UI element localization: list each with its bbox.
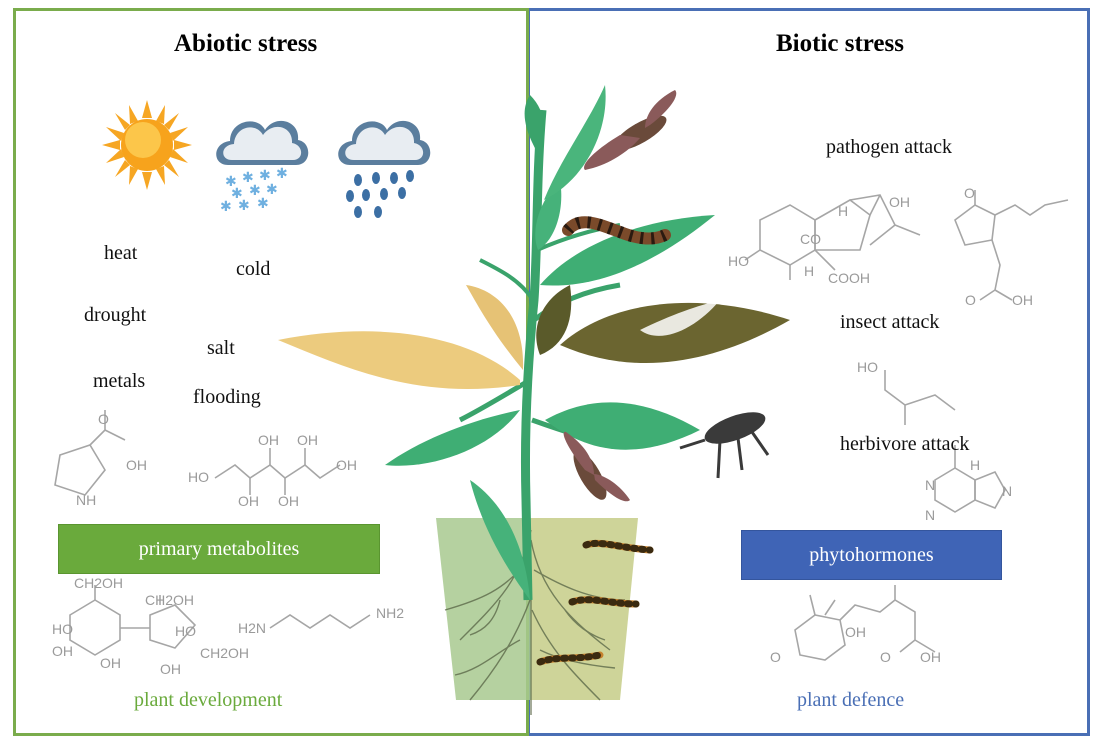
svg-text:✱: ✱	[259, 168, 271, 184]
chem-label: OH	[297, 432, 318, 448]
chem-label: H	[804, 263, 814, 279]
chem-label: HO	[52, 621, 73, 637]
plant-leaves	[278, 85, 790, 600]
svg-text:✱: ✱	[225, 174, 237, 190]
chem-label: CO	[800, 231, 821, 247]
svg-text:✱: ✱	[231, 186, 243, 202]
chem-label: NH2	[376, 605, 404, 621]
chem-label: OH	[889, 194, 910, 210]
chem-label: OH	[160, 661, 181, 677]
chem-label: H2N	[238, 620, 266, 636]
svg-text:✱: ✱	[220, 199, 232, 215]
chem-label: N	[925, 507, 935, 523]
chem-label: HO	[728, 253, 749, 269]
svg-text:✱: ✱	[249, 183, 261, 199]
chem-label: OH	[278, 493, 299, 509]
plant-development-label: plant development	[134, 689, 283, 711]
moth-icon	[563, 431, 630, 502]
abiotic-title: Abiotic stress	[174, 30, 318, 57]
chem-label: OH	[258, 432, 279, 448]
chem-label: CH2OH	[145, 592, 194, 608]
chem-label: N	[925, 477, 935, 493]
chem-label: HO	[857, 359, 878, 375]
svg-text:✱: ✱	[238, 198, 250, 214]
phytohormones-box: phytohormones	[741, 530, 1002, 580]
sun-icon	[102, 100, 192, 190]
weevil-icon	[679, 412, 770, 479]
chem-label: O	[964, 185, 975, 201]
snow-cloud-icon: ✱✱✱✱ ✱✱✱ ✱✱✱	[216, 120, 309, 215]
label-cold: cold	[236, 258, 271, 280]
chem-label: OH	[52, 643, 73, 659]
chem-label: O	[965, 292, 976, 308]
label-heat: heat	[104, 242, 138, 264]
chem-label: O	[770, 649, 781, 665]
chem-structures-right	[744, 190, 1069, 661]
chem-label: N	[1002, 483, 1012, 499]
biotic-title: Biotic stress	[776, 30, 904, 57]
chem-label: H	[970, 457, 980, 473]
plant-defence-label: plant defence	[797, 689, 905, 711]
abiotic-panel	[13, 8, 529, 736]
chem-label: OH	[920, 649, 941, 665]
label-drought: drought	[84, 304, 147, 326]
chem-label: HO	[188, 469, 209, 485]
label-salt: salt	[207, 337, 235, 359]
label-insect-attack: insect attack	[840, 311, 940, 333]
label-flooding: flooding	[193, 386, 261, 408]
label-pathogen-attack: pathogen attack	[826, 136, 953, 158]
chem-label: O	[880, 649, 891, 665]
chem-label: COOH	[828, 270, 870, 286]
svg-text:✱: ✱	[276, 166, 288, 182]
label-herbivore-attack: herbivore attack	[840, 433, 970, 455]
chem-label: H	[838, 203, 848, 219]
rain-cloud-icon	[338, 120, 431, 218]
chem-label: OH	[238, 493, 259, 509]
chem-label: CH2OH	[200, 645, 249, 661]
caterpillar-icon	[536, 539, 654, 666]
moth-icon	[584, 90, 677, 170]
chem-label: O	[98, 411, 109, 427]
chem-label: OH	[845, 624, 866, 640]
label-metals: metals	[93, 370, 146, 392]
caterpillar-icon	[562, 216, 671, 245]
chem-label: OH	[126, 457, 147, 473]
chem-label: OH	[100, 655, 121, 671]
svg-text:✱: ✱	[266, 182, 278, 198]
svg-text:✱: ✱	[257, 196, 269, 212]
chem-structures-left	[54, 410, 371, 656]
svg-text:✱: ✱	[242, 170, 254, 186]
chem-label: OH	[336, 457, 357, 473]
chem-label: CH2OH	[74, 575, 123, 591]
chem-label: OH	[1012, 292, 1033, 308]
primary-metabolites-box: primary metabolites	[58, 524, 380, 574]
chem-label: HO	[175, 623, 196, 639]
chem-label: NH	[76, 492, 96, 508]
